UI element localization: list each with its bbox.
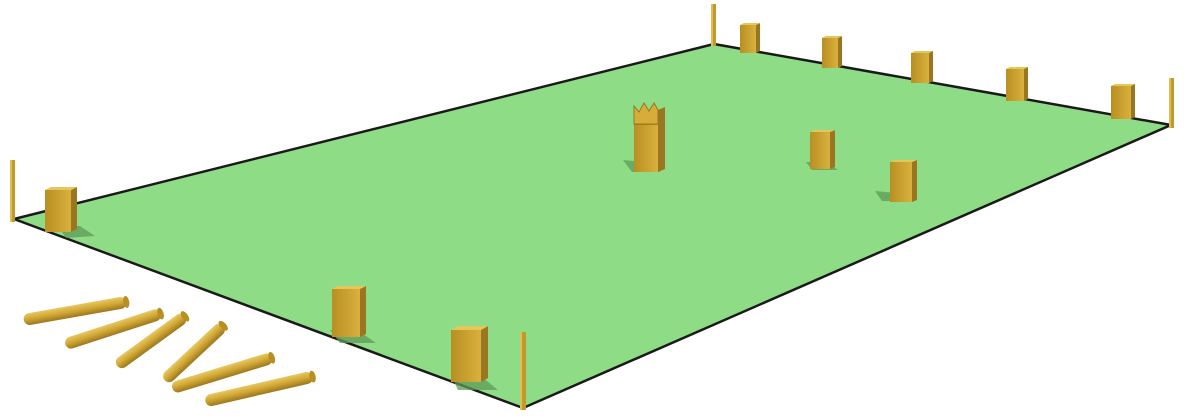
kubb	[332, 286, 366, 337]
kubb	[890, 160, 917, 202]
kubb	[1111, 84, 1135, 119]
kubb	[911, 51, 933, 83]
corner-stake-front	[520, 332, 526, 410]
corner-stake-back	[711, 4, 716, 46]
corner-stake-left	[10, 160, 15, 222]
kubb	[451, 326, 488, 382]
kubb	[740, 23, 760, 53]
kubb	[45, 187, 77, 232]
kubb	[810, 130, 835, 169]
corner-stake-right	[1169, 78, 1174, 128]
kubb	[822, 36, 842, 68]
baton	[23, 296, 130, 326]
kubb	[1006, 67, 1028, 101]
king-piece	[634, 103, 665, 172]
